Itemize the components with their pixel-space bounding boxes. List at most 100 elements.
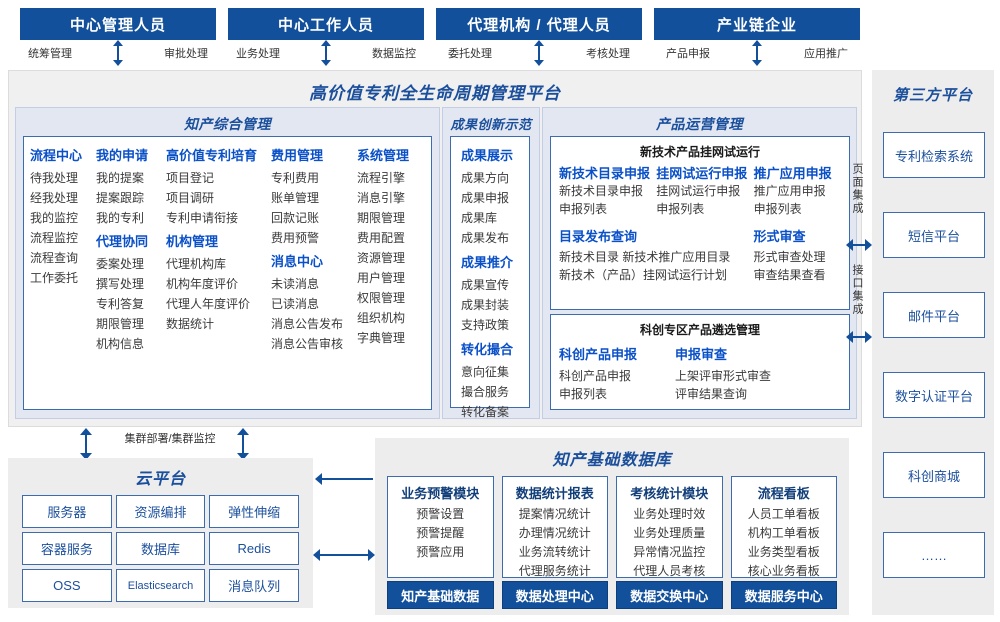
menu-leaf[interactable]: 回款记账 bbox=[271, 211, 320, 225]
database-leaf[interactable]: 人员工单看板 bbox=[747, 507, 820, 521]
menu-leaf[interactable]: 权限管理 bbox=[357, 291, 406, 305]
menu-head[interactable]: 我的申请 bbox=[96, 148, 149, 163]
third-party-item-0[interactable]: 专利检索系统 bbox=[883, 132, 985, 178]
cloud-cell[interactable]: Elasticsearch bbox=[115, 569, 206, 602]
cloud-cell[interactable]: 弹性伸缩 bbox=[209, 495, 299, 528]
menu-head[interactable]: 代理协同 bbox=[96, 234, 149, 249]
menu-leaf[interactable]: 机构信息 bbox=[96, 337, 145, 351]
menu-head[interactable]: 科创产品申报 bbox=[559, 347, 638, 362]
menu-head[interactable]: 机构管理 bbox=[166, 234, 219, 249]
database-leaf[interactable]: 办理情况统计 bbox=[518, 526, 591, 540]
cloud-cell[interactable]: 容器服务 bbox=[22, 532, 112, 565]
menu-leaf[interactable]: 形式审查处理 bbox=[753, 250, 826, 264]
menu-leaf[interactable]: 成果库 bbox=[461, 211, 498, 225]
menu-leaf[interactable]: 成果方向 bbox=[461, 171, 510, 185]
database-leaf[interactable]: 核心业务看板 bbox=[747, 564, 820, 578]
database-footer[interactable]: 知产基础数据 bbox=[387, 581, 494, 609]
third-party-item-2[interactable]: 邮件平台 bbox=[883, 292, 985, 338]
menu-leaf[interactable]: 费用配置 bbox=[357, 231, 406, 245]
menu-leaf[interactable]: 成果发布 bbox=[461, 231, 510, 245]
menu-leaf[interactable]: 提案跟踪 bbox=[96, 191, 145, 205]
menu-leaf[interactable]: 经我处理 bbox=[30, 191, 79, 205]
database-leaf[interactable]: 业务处理质量 bbox=[633, 526, 706, 540]
menu-leaf[interactable]: 工作委托 bbox=[30, 271, 79, 285]
menu-head[interactable]: 申报审查 bbox=[675, 347, 728, 362]
menu-leaf[interactable]: 项目调研 bbox=[166, 191, 215, 205]
cloud-cell[interactable]: 资源编排 bbox=[115, 495, 206, 528]
menu-leaf[interactable]: 撮合服务 bbox=[461, 385, 510, 399]
menu-leaf[interactable]: 专利答复 bbox=[96, 297, 145, 311]
database-leaf[interactable]: 业务流转统计 bbox=[518, 545, 591, 559]
third-party-item-4[interactable]: 科创商城 bbox=[883, 452, 985, 498]
menu-leaf[interactable]: 专利费用 bbox=[271, 171, 320, 185]
menu-leaf[interactable]: 我的专利 bbox=[96, 211, 145, 225]
menu-leaf[interactable]: 资源管理 bbox=[357, 251, 406, 265]
database-footer[interactable]: 数据服务中心 bbox=[730, 581, 837, 609]
database-leaf[interactable]: 机构工单看板 bbox=[747, 526, 820, 540]
cloud-cell[interactable]: 数据库 bbox=[115, 532, 206, 565]
menu-head[interactable]: 形式审查 bbox=[753, 229, 806, 244]
menu-head[interactable]: 推广应用申报 bbox=[753, 166, 832, 181]
menu-leaf[interactable]: 科创产品申报 bbox=[559, 369, 632, 383]
menu-head[interactable]: 成果展示 bbox=[461, 148, 514, 163]
menu-leaf[interactable]: 期限管理 bbox=[96, 317, 145, 331]
menu-head[interactable]: 新技术目录申报 bbox=[559, 166, 651, 181]
menu-leaf[interactable]: 机构年度评价 bbox=[166, 277, 239, 291]
menu-leaf[interactable]: 未读消息 bbox=[271, 277, 320, 291]
menu-leaf[interactable]: 意向征集 bbox=[461, 365, 510, 379]
menu-head[interactable]: 流程中心 bbox=[30, 148, 83, 163]
menu-leaf[interactable]: 支持政策 bbox=[461, 318, 510, 332]
menu-leaf[interactable]: 我的监控 bbox=[30, 211, 79, 225]
menu-leaf[interactable]: 代理人年度评价 bbox=[166, 297, 251, 311]
database-footer[interactable]: 数据处理中心 bbox=[501, 581, 608, 609]
menu-leaf[interactable]: 字典管理 bbox=[357, 331, 406, 345]
menu-head[interactable]: 消息中心 bbox=[271, 254, 324, 269]
menu-leaf[interactable]: 项目登记 bbox=[166, 171, 215, 185]
menu-leaf[interactable]: 已读消息 bbox=[271, 297, 320, 311]
menu-head[interactable]: 费用管理 bbox=[271, 148, 324, 163]
menu-leaf[interactable]: 消息公告发布 bbox=[271, 317, 344, 331]
menu-leaf[interactable]: 组织机构 bbox=[357, 311, 406, 325]
cloud-cell[interactable]: OSS bbox=[22, 569, 112, 602]
menu-leaf[interactable]: 用户管理 bbox=[357, 271, 406, 285]
database-leaf[interactable]: 异常情况监控 bbox=[633, 545, 706, 559]
cloud-cell[interactable]: Redis bbox=[209, 532, 299, 565]
menu-leaf[interactable]: 费用预警 bbox=[271, 231, 320, 245]
menu-head[interactable]: 目录发布查询 bbox=[559, 229, 638, 244]
menu-leaf[interactable]: 流程引擎 bbox=[357, 171, 406, 185]
menu-head[interactable]: 系统管理 bbox=[357, 148, 410, 163]
database-leaf[interactable]: 预警提醒 bbox=[416, 526, 465, 540]
menu-leaf[interactable]: 新技术目录 新技术推广应用目录 bbox=[559, 250, 731, 264]
menu-leaf[interactable]: 新技术（产品）挂网试运行计划 bbox=[559, 268, 728, 282]
database-leaf[interactable]: 业务类型看板 bbox=[747, 545, 820, 559]
menu-head[interactable]: 高价值专利培育 bbox=[166, 148, 258, 163]
menu-leaf[interactable]: 成果申报 bbox=[461, 191, 510, 205]
menu-leaf[interactable]: 申报列表 bbox=[559, 387, 608, 401]
menu-leaf[interactable]: 申报列表 bbox=[559, 202, 608, 216]
menu-leaf[interactable]: 委案处理 bbox=[96, 257, 145, 271]
menu-leaf[interactable]: 专利申请衔接 bbox=[166, 211, 239, 225]
database-leaf[interactable]: 业务处理时效 bbox=[633, 507, 706, 521]
third-party-item-3[interactable]: 数字认证平台 bbox=[883, 372, 985, 418]
menu-leaf[interactable]: 账单管理 bbox=[271, 191, 320, 205]
menu-leaf[interactable]: 成果封装 bbox=[461, 298, 510, 312]
menu-leaf[interactable]: 成果宣传 bbox=[461, 278, 510, 292]
menu-leaf[interactable]: 期限管理 bbox=[357, 211, 406, 225]
menu-head[interactable]: 成果推介 bbox=[461, 255, 514, 270]
menu-leaf[interactable]: 申报列表 bbox=[656, 202, 705, 216]
menu-leaf[interactable]: 流程查询 bbox=[30, 251, 79, 265]
menu-leaf[interactable]: 代理机构库 bbox=[166, 257, 227, 271]
database-leaf[interactable]: 预警设置 bbox=[416, 507, 465, 521]
menu-leaf[interactable]: 数据统计 bbox=[166, 317, 215, 331]
menu-leaf[interactable]: 上架评审形式审查 bbox=[675, 369, 772, 383]
database-leaf[interactable]: 提案情况统计 bbox=[518, 507, 591, 521]
menu-leaf[interactable]: 消息引擎 bbox=[357, 191, 406, 205]
menu-leaf[interactable]: 审查结果查看 bbox=[753, 268, 826, 282]
menu-head[interactable]: 挂网试运行申报 bbox=[656, 166, 748, 181]
menu-leaf[interactable]: 流程监控 bbox=[30, 231, 79, 245]
menu-leaf[interactable]: 申报列表 bbox=[753, 202, 802, 216]
cloud-cell[interactable]: 消息队列 bbox=[209, 569, 299, 602]
menu-leaf[interactable]: 消息公告审核 bbox=[271, 337, 344, 351]
menu-leaf[interactable]: 挂网试运行申报 bbox=[656, 184, 741, 198]
menu-leaf[interactable]: 待我处理 bbox=[30, 171, 79, 185]
